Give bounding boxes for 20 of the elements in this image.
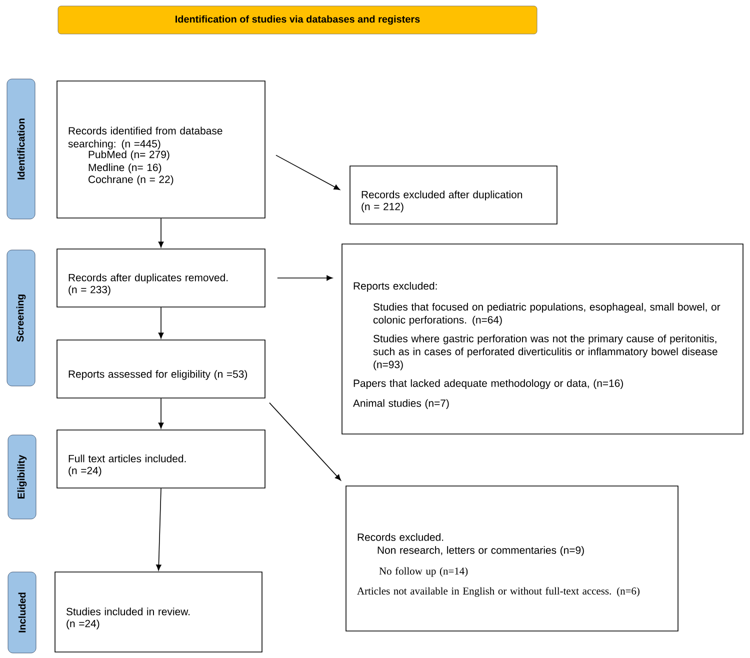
- arrow: [276, 154, 340, 190]
- phase-label: Eligibility: [8, 434, 36, 520]
- arrow: [269, 402, 341, 480]
- process-box: Records identified from database searching: (n =445) PubMed (n= 279) Medline (n= 16) Cochrane (n = 22): [56, 80, 266, 218]
- process-box: Records excluded after duplication (n = 212): [350, 166, 558, 224]
- arrow: [156, 488, 162, 571]
- phase-label: Identification: [6, 78, 36, 220]
- arrow: [158, 218, 164, 248]
- title-banner: Identification of studies via databases and registers: [58, 6, 538, 34]
- arrow: [158, 398, 164, 429]
- arrow: [158, 307, 164, 339]
- process-box: Studies included in review. (n =24): [54, 572, 262, 652]
- phase-label: Included: [8, 572, 36, 654]
- phase-label: Screening: [6, 250, 36, 386]
- process-box: Records excluded. Non research, letters or commentaries (n=9) No follow up (n=14) Articles not available in English or without full-text access. (n=6): [346, 486, 678, 632]
- process-box: Records after duplicates removed. (n = 233): [56, 248, 266, 308]
- arrow: [277, 275, 333, 281]
- process-box: Reports assessed for eligibility (n =53): [56, 340, 266, 398]
- process-box: Full text articles included. (n =24): [56, 430, 266, 488]
- process-box: Reports excluded: Studies that focused on pediatric populations, esophageal, small bowel, or colonic perforations. (n=64) Studies where gastric perforation was not the primary cause of peritonitis, such as in cases of perforated diverticulitis or inflammatory bowel disease (n=93) Papers that lacked adequate methodology or data, (n=16) Animal studies (n=7): [342, 244, 744, 434]
